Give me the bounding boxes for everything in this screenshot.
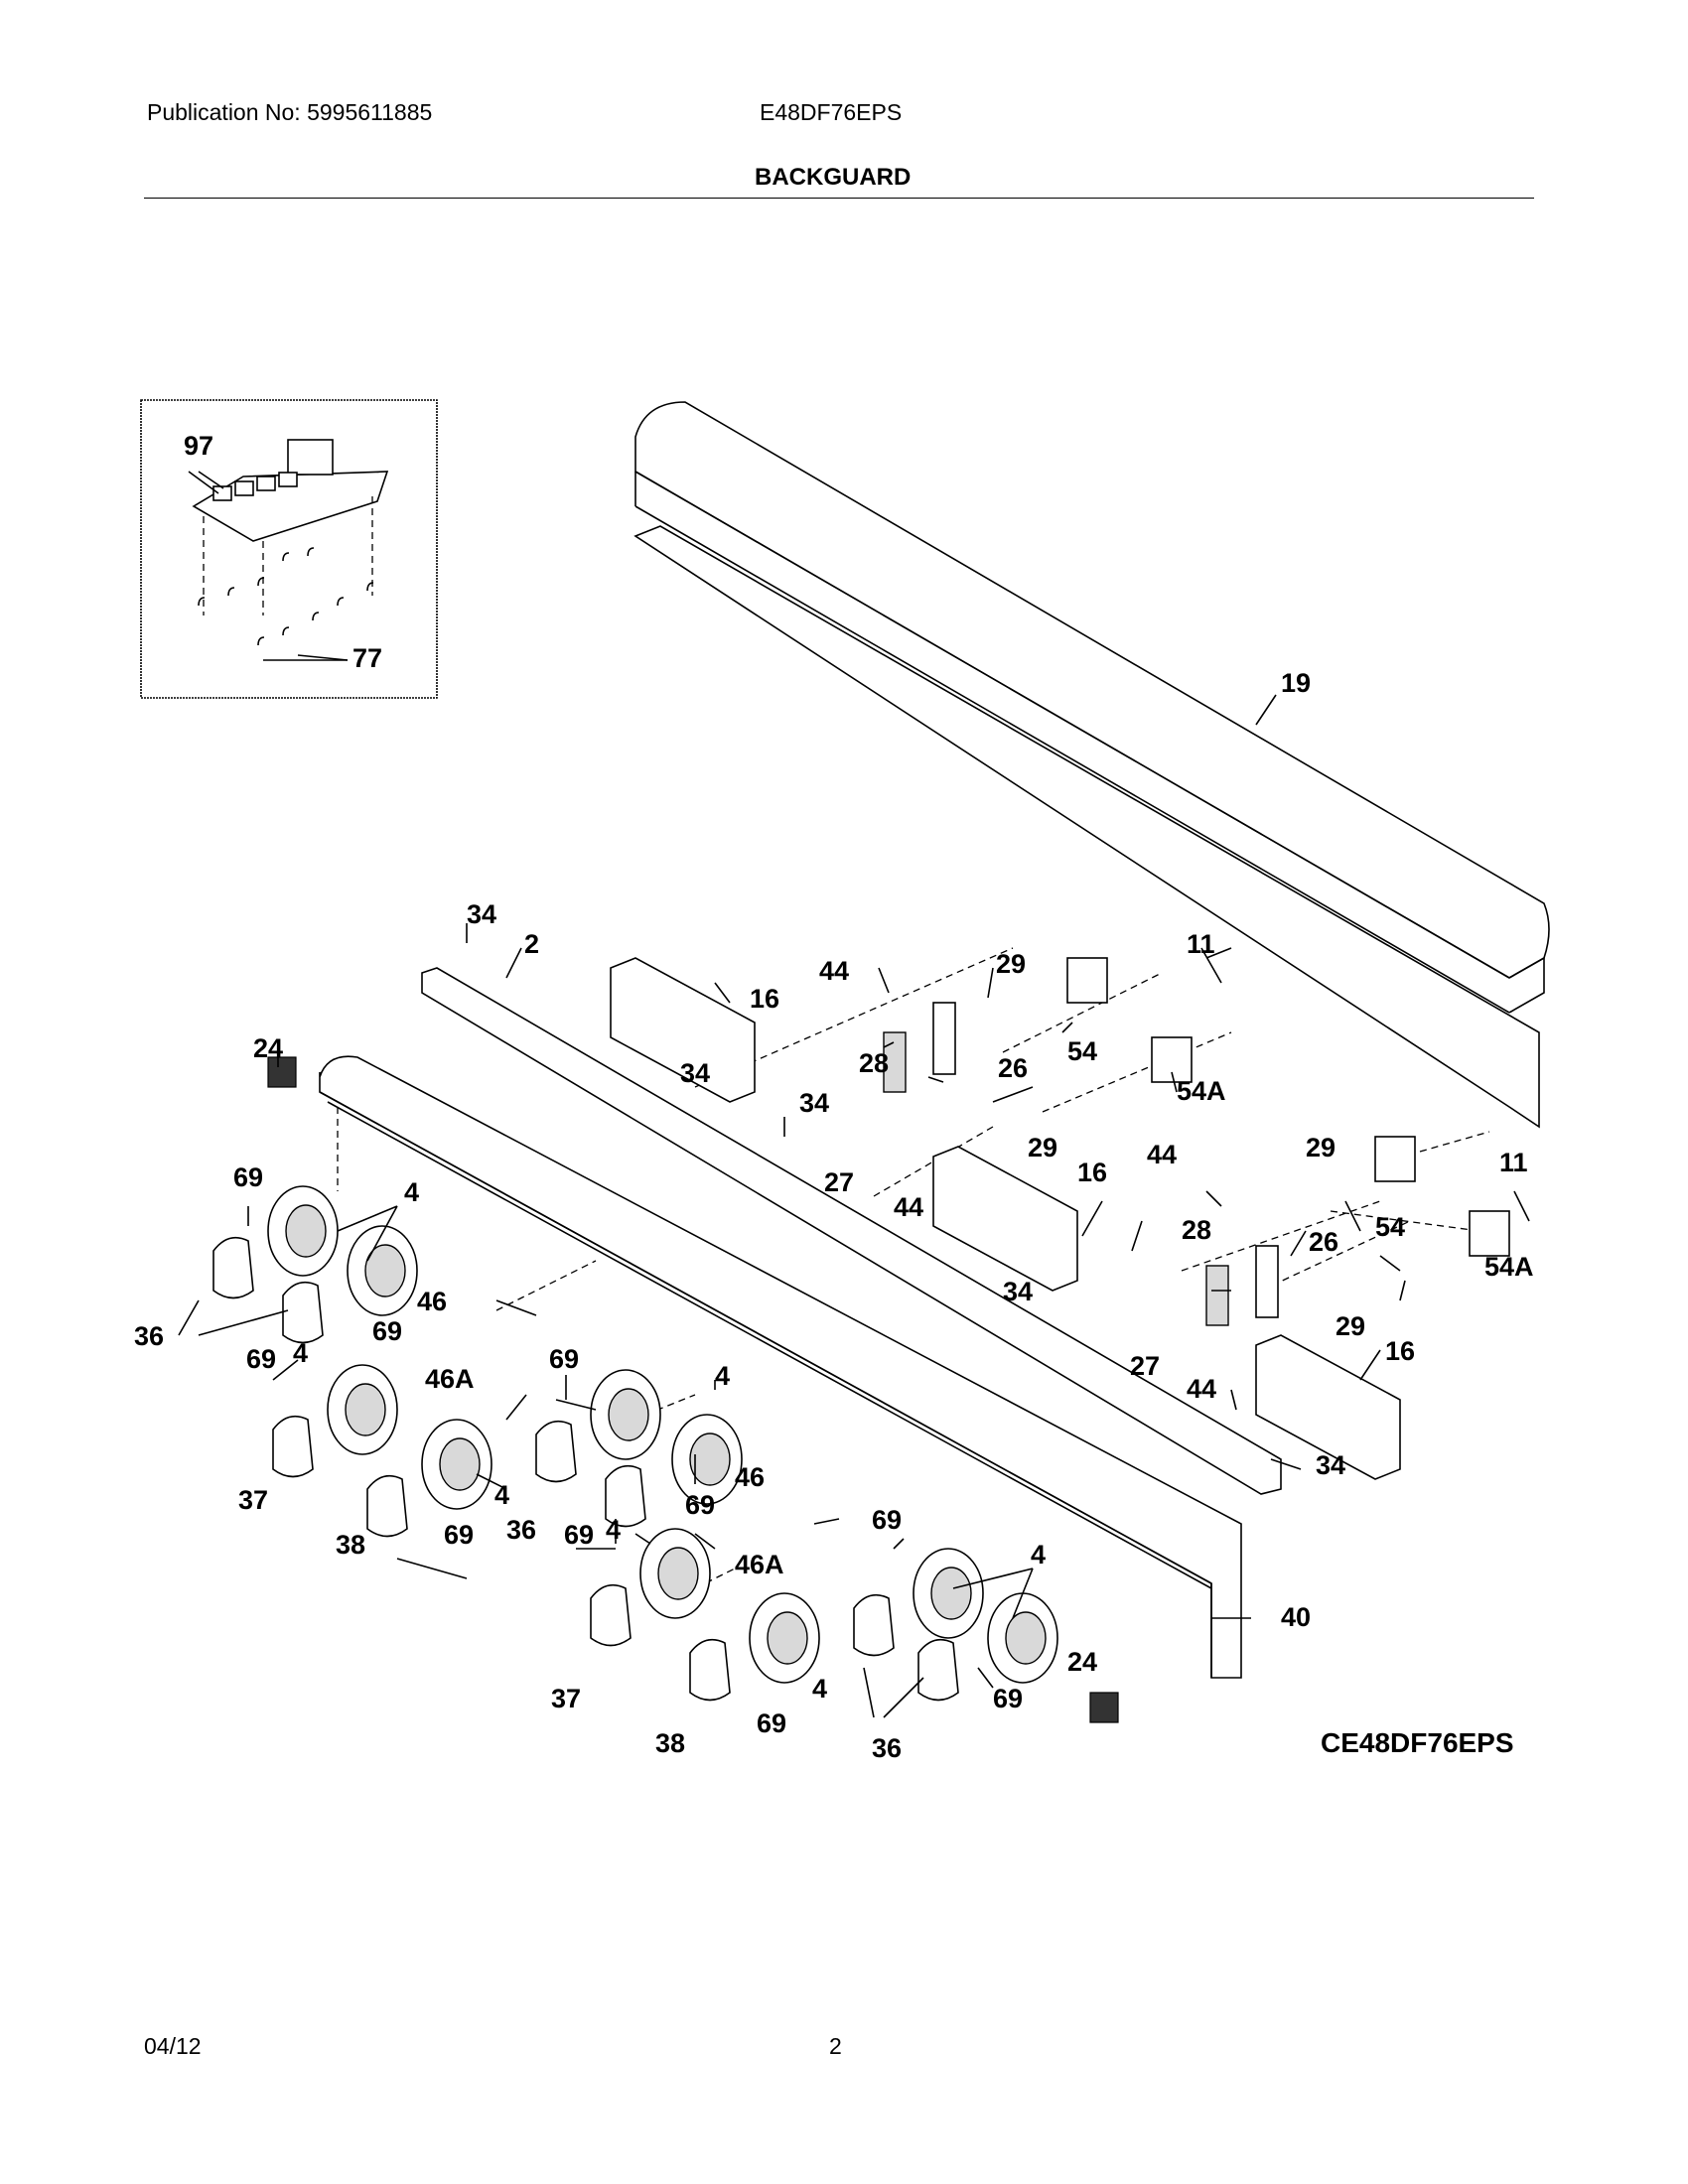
backguard-trim [633, 401, 1550, 1129]
callout-77: 77 [352, 643, 382, 673]
callout-69: 69 [233, 1162, 263, 1192]
publication-number: Publication No: 5995611885 [147, 99, 433, 125]
callout-28: 28 [859, 1048, 889, 1078]
callout-46-b: 46 [735, 1462, 765, 1492]
callout-26: 26 [998, 1053, 1028, 1083]
callout-69-e: 69 [685, 1490, 715, 1520]
callout-44-c: 44 [1147, 1140, 1177, 1169]
callout-34-e: 34 [1316, 1450, 1345, 1480]
callout-16: 16 [750, 984, 779, 1014]
callout-69-f: 69 [444, 1520, 474, 1550]
callout-97: 97 [184, 431, 213, 461]
callout-2: 2 [524, 929, 539, 959]
callout-44-d: 44 [1187, 1374, 1216, 1404]
callout-46a: 46A [425, 1364, 475, 1394]
component-switches [267, 957, 1510, 1723]
callout-11: 11 [1187, 929, 1215, 959]
callout-24: 24 [253, 1033, 283, 1063]
callout-4-f: 4 [1031, 1540, 1046, 1570]
callout-37-b: 37 [551, 1684, 581, 1713]
callout-69-j: 69 [993, 1684, 1023, 1713]
callout-38: 38 [336, 1530, 365, 1560]
callout-11-b: 11 [1499, 1148, 1528, 1177]
callout-69-d: 69 [549, 1344, 579, 1374]
callout-37: 37 [238, 1485, 268, 1515]
backguard-panel [319, 967, 1282, 1679]
callout-24-b: 24 [1067, 1647, 1097, 1677]
callout-16-c: 16 [1385, 1336, 1415, 1366]
callout-46a-b: 46A [735, 1550, 784, 1579]
callout-34-b: 34 [680, 1058, 710, 1088]
callout-26-b: 26 [1309, 1227, 1338, 1257]
callout-29-b: 29 [1028, 1133, 1057, 1162]
callout-69-i: 69 [757, 1708, 786, 1738]
callout-19: 19 [1281, 668, 1311, 698]
callout-4-b: 4 [293, 1338, 308, 1368]
callout-27: 27 [824, 1167, 854, 1197]
callout-69-b: 69 [372, 1316, 402, 1346]
callout-44-b: 44 [894, 1192, 923, 1222]
callout-29-c: 29 [1306, 1133, 1336, 1162]
callout-4-d: 4 [494, 1480, 509, 1510]
callout-69-g: 69 [564, 1520, 594, 1550]
callout-4-c: 4 [715, 1361, 730, 1391]
callout-29-d: 29 [1336, 1311, 1365, 1341]
callout-69-h: 69 [872, 1505, 902, 1535]
callout-54a-b: 54A [1484, 1252, 1534, 1282]
control-board-inset [140, 399, 438, 699]
callout-34: 34 [467, 899, 496, 929]
callout-54a: 54A [1177, 1076, 1226, 1106]
escutcheon-plates [610, 957, 1401, 1480]
callout-28-b: 28 [1182, 1215, 1211, 1245]
callout-54: 54 [1067, 1036, 1097, 1066]
callout-46: 46 [417, 1287, 447, 1316]
callout-36-c: 36 [872, 1733, 902, 1763]
callout-labels: 97 77 19 34 2 16 44 29 11 24 28 26 54 54… [134, 431, 1534, 1763]
callout-4-e: 4 [606, 1515, 621, 1545]
bezels-and-knobs [212, 1185, 1058, 1702]
callout-36: 36 [134, 1321, 164, 1351]
diagram-code: CE48DF76EPS [1321, 1727, 1514, 1758]
callout-36-b: 36 [506, 1515, 536, 1545]
callout-69-c: 69 [246, 1344, 276, 1374]
callout-34-c: 34 [799, 1088, 829, 1118]
callout-38-b: 38 [655, 1728, 685, 1758]
callout-54-b: 54 [1375, 1212, 1405, 1242]
callout-4-g: 4 [812, 1674, 827, 1704]
callout-29: 29 [996, 949, 1026, 979]
callout-4: 4 [404, 1177, 419, 1207]
callout-27-b: 27 [1130, 1351, 1160, 1381]
callout-16-b: 16 [1077, 1158, 1107, 1187]
model-number: E48DF76EPS [760, 99, 903, 125]
footer-date: 04/12 [144, 2033, 202, 2059]
callout-34-d: 34 [1003, 1277, 1033, 1306]
callout-40: 40 [1281, 1602, 1311, 1632]
section-title: BACKGUARD [755, 164, 912, 191]
page-number: 2 [829, 2033, 842, 2059]
callout-44: 44 [819, 956, 849, 986]
header-divider [144, 198, 1534, 199]
